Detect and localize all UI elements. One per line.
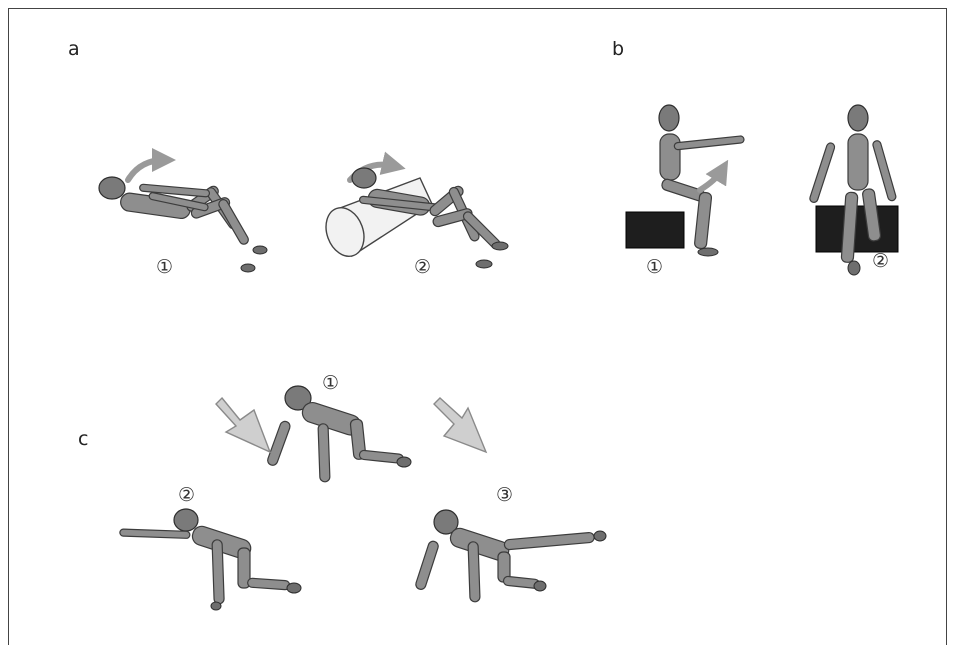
mannequin-foot-2 [492, 242, 508, 250]
arrow-to-step-2 [216, 398, 270, 452]
arrow-to-step-3 [434, 398, 486, 452]
mannequin-foot-extended [594, 531, 606, 541]
panel-b-figure-2 [809, 105, 898, 275]
mannequin-torso [848, 134, 868, 190]
panel-b-forward-arrow [700, 170, 722, 190]
mannequin-arm-2 [872, 140, 897, 202]
mannequin-foot [397, 457, 411, 467]
panel-c-figure-1 [266, 386, 411, 482]
panel-a-rotation-arrow-1 [128, 160, 164, 180]
panel-c-figure-3 [415, 510, 606, 602]
mannequin-leg-extended [504, 532, 595, 550]
mannequin-foot [287, 583, 301, 593]
mannequin-foot [698, 248, 718, 256]
mannequin-arm [809, 142, 836, 203]
mannequin-head [174, 509, 198, 531]
mannequin-head [848, 105, 868, 131]
mannequin-arm-2 [468, 542, 480, 602]
mannequin-foot [241, 264, 255, 272]
mannequin-foot [534, 581, 546, 591]
mannequin-torso [660, 134, 680, 180]
mannequin-arm-support [212, 540, 224, 604]
mannequin-arm-2 [318, 424, 330, 482]
mannequin-foot [848, 261, 860, 275]
mannequin-shin-2 [217, 198, 250, 246]
mannequin-arm-extended [120, 529, 190, 538]
mannequin-arm [266, 420, 291, 467]
panel-a-figure-2 [320, 165, 508, 268]
mannequin-hand [211, 602, 221, 610]
mannequin-head [99, 177, 125, 199]
panel-a-figure-1 [99, 160, 267, 272]
box [626, 212, 684, 248]
panel-c-figure-2 [120, 509, 301, 610]
panel-b-figure-1 [626, 105, 744, 256]
mannequin-foot [476, 260, 492, 268]
mannequin-arm [674, 136, 744, 150]
mannequin-arm [415, 540, 440, 591]
mannequin-foot-2 [253, 246, 267, 254]
mannequin-head [659, 105, 679, 131]
mannequin-shin [247, 578, 290, 590]
mannequin-head [352, 168, 376, 188]
